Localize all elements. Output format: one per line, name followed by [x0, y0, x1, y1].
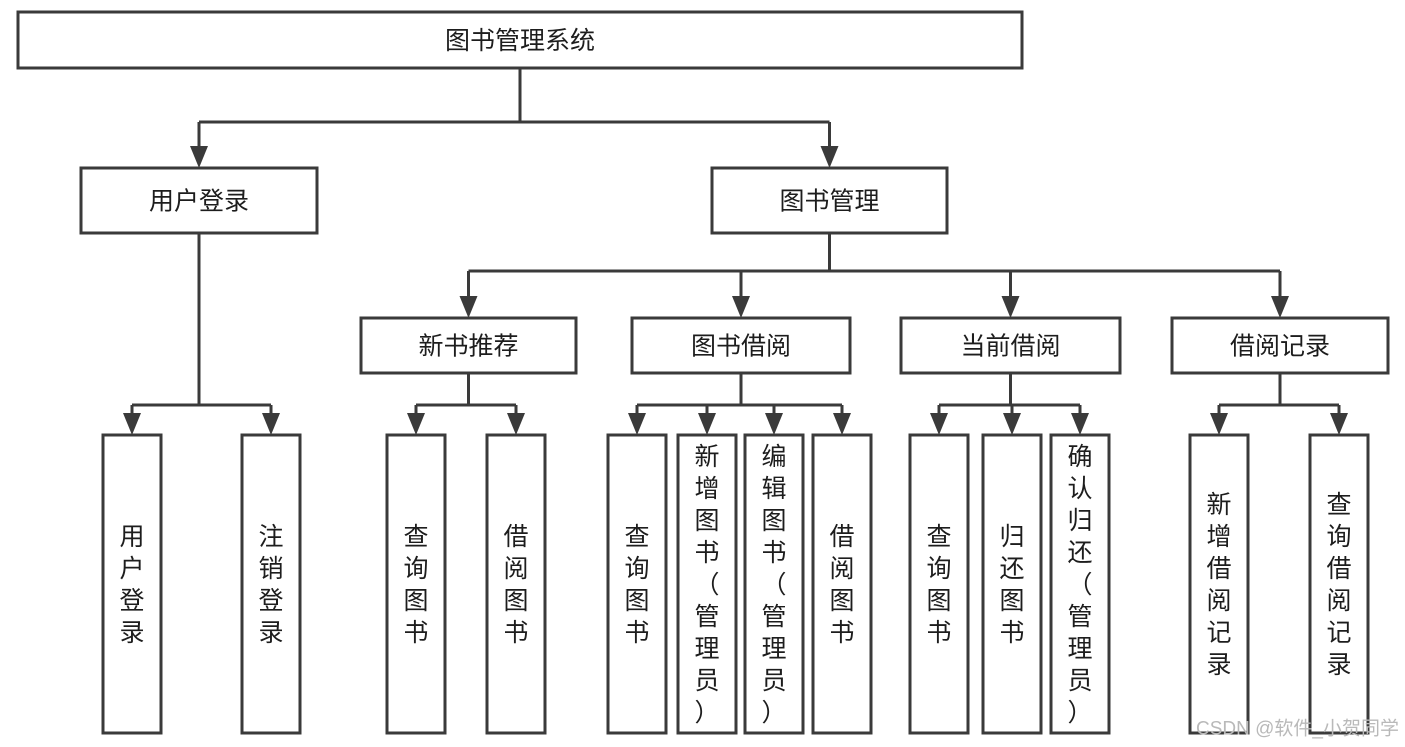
arrow-head-icon	[1003, 413, 1021, 435]
node-label-new-book-rec: 新书推荐	[418, 333, 518, 361]
node-label-leaf-add-book: 新增图书（管理员）	[694, 443, 719, 727]
arrow-head-icon	[1071, 413, 1089, 435]
arrow-head-icon	[1330, 413, 1348, 435]
node-borrow-record[interactable]: 借阅记录	[1170, 316, 1390, 375]
node-box-new-book-rec	[359, 316, 578, 375]
node-label-book-borrow: 图书借阅	[691, 333, 791, 361]
node-label-user-login: 用户登录	[149, 188, 249, 216]
node-label-leaf-add-record: 新增借阅记录	[1206, 491, 1231, 679]
node-box-current-borrow	[899, 316, 1122, 375]
node-book-borrow[interactable]: 图书借阅	[630, 316, 852, 375]
arrow-head-icon	[407, 413, 425, 435]
arrow-head-icon	[732, 296, 750, 318]
node-box-leaf-confirm-return	[1049, 433, 1111, 735]
node-box-leaf-query-book-2	[606, 433, 668, 735]
node-label-leaf-query-book-1: 查询图书	[403, 523, 428, 647]
arrow-head-icon	[123, 413, 141, 435]
node-leaf-user-logout[interactable]: 注销登录	[240, 433, 302, 735]
arrow-head-icon	[459, 296, 478, 318]
node-label-current-borrow: 当前借阅	[960, 333, 1060, 361]
arrow-head-icon	[262, 413, 280, 435]
node-box-leaf-query-book-3	[908, 433, 970, 735]
arrow-head-icon	[1271, 296, 1289, 318]
node-label-leaf-confirm-return: 确认归还（管理员）	[1067, 443, 1092, 727]
node-label-leaf-query-record: 查询借阅记录	[1326, 491, 1351, 679]
arrow-head-icon	[507, 413, 525, 435]
node-label-leaf-query-book-2: 查询图书	[624, 523, 649, 647]
node-box-leaf-borrow-book-1	[485, 433, 547, 735]
arrow-head-icon	[1210, 413, 1228, 435]
node-box-leaf-query-record	[1308, 433, 1370, 735]
arrow-head-icon	[190, 146, 208, 168]
node-layer: 图书管理系统用户登录图书管理新书推荐图书借阅当前借阅借阅记录用户登录注销登录查询…	[16, 10, 1390, 735]
arrow-head-icon	[628, 413, 646, 435]
node-label-leaf-borrow-book-2: 借阅图书	[829, 523, 854, 647]
node-label-leaf-user-login: 用户登录	[119, 523, 144, 647]
node-box-user-login	[79, 166, 319, 235]
node-box-leaf-edit-book	[743, 433, 805, 735]
node-current-borrow[interactable]: 当前借阅	[899, 316, 1122, 375]
node-label-leaf-edit-book: 编辑图书（管理员）	[761, 443, 786, 727]
node-leaf-query-book-3[interactable]: 查询图书	[908, 433, 970, 735]
node-leaf-borrow-book-2[interactable]: 借阅图书	[811, 433, 873, 735]
node-box-book-manage	[710, 166, 949, 235]
node-label-borrow-record: 借阅记录	[1230, 333, 1330, 361]
csdn-watermark: CSDN @软件_小贺同学	[1196, 718, 1399, 740]
node-leaf-query-book-1[interactable]: 查询图书	[385, 433, 447, 735]
node-leaf-query-record[interactable]: 查询借阅记录	[1308, 433, 1370, 735]
node-box-root	[16, 10, 1024, 70]
arrow-head-icon	[698, 413, 716, 435]
node-label-leaf-user-logout: 注销登录	[258, 523, 283, 647]
node-box-borrow-record	[1170, 316, 1390, 375]
arrow-head-icon	[1001, 296, 1020, 318]
node-book-manage[interactable]: 图书管理	[710, 166, 949, 235]
node-leaf-query-book-2[interactable]: 查询图书	[606, 433, 668, 735]
node-label-root: 图书管理系统	[445, 27, 595, 55]
node-leaf-confirm-return[interactable]: 确认归还（管理员）	[1049, 433, 1111, 735]
arrow-head-icon	[930, 413, 948, 435]
watermark-layer: CSDN @软件_小贺同学	[1196, 718, 1399, 740]
node-box-leaf-return-book	[981, 433, 1043, 735]
node-leaf-borrow-book-1[interactable]: 借阅图书	[485, 433, 547, 735]
connector-layer	[123, 68, 1348, 435]
node-box-leaf-add-book	[676, 433, 738, 735]
node-label-leaf-return-book: 归还图书	[999, 523, 1024, 647]
node-box-leaf-add-record	[1188, 433, 1250, 735]
node-leaf-user-login[interactable]: 用户登录	[101, 433, 163, 735]
node-box-leaf-query-book-1	[385, 433, 447, 735]
node-box-leaf-user-logout	[240, 433, 302, 735]
node-label-book-manage: 图书管理	[779, 188, 879, 216]
node-box-leaf-borrow-book-2	[811, 433, 873, 735]
node-leaf-edit-book[interactable]: 编辑图书（管理员）	[743, 433, 805, 735]
node-label-leaf-query-book-3: 查询图书	[926, 523, 951, 647]
node-box-book-borrow	[630, 316, 852, 375]
node-label-leaf-borrow-book-1: 借阅图书	[503, 523, 528, 647]
arrow-head-icon	[765, 413, 783, 435]
node-leaf-add-record[interactable]: 新增借阅记录	[1188, 433, 1250, 735]
node-box-leaf-user-login	[101, 433, 163, 735]
arrow-head-icon	[820, 146, 839, 168]
node-new-book-rec[interactable]: 新书推荐	[359, 316, 578, 375]
node-root[interactable]: 图书管理系统	[16, 10, 1024, 70]
node-leaf-return-book[interactable]: 归还图书	[981, 433, 1043, 735]
node-user-login[interactable]: 用户登录	[79, 166, 319, 235]
arrow-head-icon	[833, 413, 851, 435]
node-leaf-add-book[interactable]: 新增图书（管理员）	[676, 433, 738, 735]
